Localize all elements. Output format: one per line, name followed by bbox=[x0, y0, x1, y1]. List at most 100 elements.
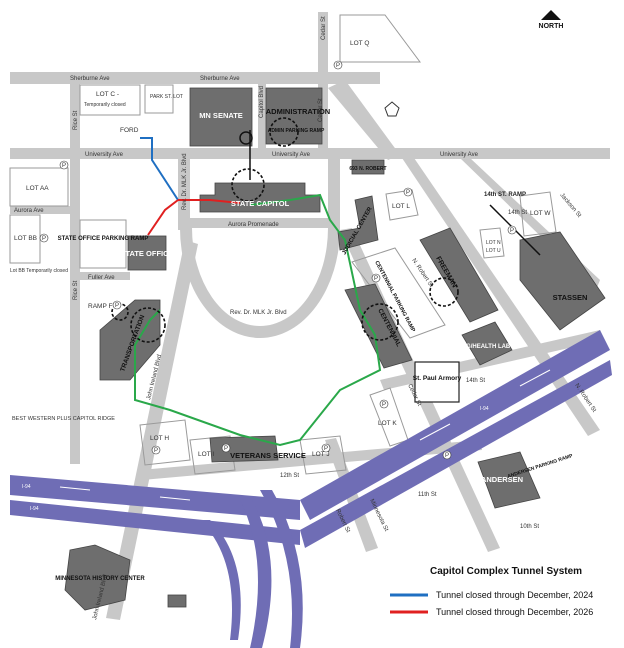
parking-icon: P bbox=[336, 63, 340, 69]
parking-icon: P bbox=[382, 402, 386, 408]
parking-icon: P bbox=[224, 446, 228, 452]
building-judicial bbox=[337, 195, 379, 251]
label-lot-l: LOT L bbox=[392, 203, 410, 210]
parking-icon: P bbox=[510, 228, 514, 234]
label-mlk-2: Rev. Dr. MLK Jr. Blvd bbox=[230, 310, 287, 316]
road-ne-top bbox=[328, 80, 400, 160]
label-i94-3: I-94 bbox=[480, 406, 489, 412]
lot-labels: LOT Q LOT C - Temporarily closed PARK ST… bbox=[10, 40, 551, 458]
label-lot-j: LOT J bbox=[312, 451, 330, 458]
highway-i94 bbox=[10, 330, 612, 648]
label-best-western: BEST WESTERN PLUS CAPITOL RIDGE bbox=[12, 416, 115, 422]
building-ag-health bbox=[461, 321, 513, 366]
label-sherburne-2: Sherburne Ave bbox=[200, 76, 240, 82]
building-andersen bbox=[477, 451, 541, 509]
road-mlk-west bbox=[178, 150, 190, 230]
label-i94-2: I-94 bbox=[30, 506, 39, 512]
label-fuller: Fuller Ave bbox=[88, 275, 115, 281]
building-freeman bbox=[419, 227, 499, 323]
road-capitol-blvd bbox=[258, 84, 266, 150]
label-lot-bb-note: Lot BB Temporarily closed bbox=[10, 268, 68, 274]
label-park-st-lot: PARK ST. LOT bbox=[150, 94, 183, 100]
label-university-1: University Ave bbox=[85, 152, 124, 158]
label-ford: FORD bbox=[120, 127, 139, 134]
parking-icon: P bbox=[62, 163, 66, 169]
building-693-robert bbox=[351, 159, 385, 175]
parking-icon: P bbox=[445, 453, 449, 459]
label-lot-q: LOT Q bbox=[350, 40, 369, 47]
road-fuller bbox=[80, 272, 130, 280]
parking-icon: P bbox=[324, 446, 328, 452]
label-ag-health: AG/HEALTH LAB bbox=[462, 344, 511, 350]
label-state-capitol: STATE CAPITOL bbox=[231, 199, 290, 208]
label-14th-2: 14th St bbox=[466, 378, 485, 384]
label-lot-h: LOT H bbox=[150, 435, 169, 442]
north-arrow-icon bbox=[541, 10, 561, 20]
building-armory bbox=[414, 361, 460, 403]
tunnel-closed-2024 bbox=[140, 137, 179, 201]
tunnel-closed-2026 bbox=[147, 199, 241, 236]
road-aurora bbox=[10, 206, 70, 214]
label-ramp-f: RAMP F bbox=[88, 303, 112, 310]
label-14th-1: 14th St bbox=[508, 210, 527, 216]
label-rice-1: Rice St bbox=[73, 110, 79, 130]
label-693-robert: 693 N. ROBERT bbox=[349, 166, 386, 172]
parking-icon: P bbox=[42, 236, 46, 242]
label-mlk: Rev. Dr. MLK Jr. Blvd bbox=[182, 153, 188, 210]
north-label: NORTH bbox=[539, 23, 564, 30]
road-capitol-loop bbox=[180, 228, 340, 338]
label-state-office-ramp: STATE OFFICE PARKING RAMP bbox=[58, 236, 149, 242]
road-sherburne bbox=[10, 72, 380, 84]
label-lot-k: LOT K bbox=[378, 420, 397, 427]
building-state-office bbox=[127, 235, 167, 271]
label-10th: 10th St bbox=[520, 524, 539, 530]
building-mn-senate bbox=[189, 87, 253, 147]
label-capitol-blvd: Capitol Blvd bbox=[259, 86, 265, 118]
tunnel-open bbox=[134, 193, 382, 447]
landmark-marker bbox=[384, 101, 400, 117]
label-cedar-1: Cedar St bbox=[321, 16, 327, 40]
building-transportation bbox=[99, 299, 161, 381]
label-cedar-2: Cedar St bbox=[318, 98, 324, 122]
building-centennial bbox=[344, 283, 413, 369]
label-stassen: STASSEN bbox=[553, 293, 588, 302]
road-aurora-promenade bbox=[190, 218, 330, 228]
label-history-center: MINNESOTA HISTORY CENTER bbox=[55, 576, 145, 582]
parking-icon: P bbox=[115, 303, 119, 309]
building-small bbox=[167, 594, 187, 608]
label-lot-i: LOT I bbox=[198, 451, 214, 458]
legend: Capitol Complex Tunnel System Tunnel clo… bbox=[390, 566, 593, 617]
label-aurora: Aurora Ave bbox=[14, 208, 44, 214]
building-state-capitol bbox=[199, 182, 321, 213]
label-robert-1: N. Robert St bbox=[410, 258, 434, 289]
label-veterans: VETERANS SERVICE bbox=[230, 451, 306, 460]
parking-icon: P bbox=[154, 448, 158, 454]
parking-icon: P bbox=[374, 276, 378, 282]
building-administration bbox=[265, 87, 323, 145]
label-state-office: STATE OFFICE bbox=[120, 249, 173, 258]
road-university bbox=[10, 148, 610, 159]
building-stassen bbox=[519, 231, 606, 331]
label-12th: 12th St bbox=[280, 473, 299, 479]
label-jackson: Jackson St bbox=[558, 192, 582, 219]
label-14th-ramp: 14th ST. RAMP bbox=[484, 192, 526, 198]
building-history-center bbox=[64, 544, 131, 611]
label-i94-1: I-94 bbox=[22, 484, 31, 490]
label-lot-aa: LOT AA bbox=[26, 185, 49, 192]
label-university-3: University Ave bbox=[440, 152, 479, 158]
label-11th: 11th St bbox=[418, 492, 437, 498]
legend-item-2024: Tunnel closed through December, 2024 bbox=[436, 590, 593, 600]
label-lot-n: LOT N bbox=[486, 240, 501, 246]
legend-item-2026: Tunnel closed through December, 2026 bbox=[436, 607, 593, 617]
label-lot-c-note: Temporarily closed bbox=[84, 102, 126, 108]
building-veterans bbox=[209, 435, 279, 463]
road-rice bbox=[70, 84, 80, 464]
label-university-2: University Ave bbox=[272, 152, 311, 158]
label-aurora-promenade: Aurora Promenade bbox=[228, 222, 279, 228]
parking-symbols: P P P P P P P P P P P P bbox=[39, 60, 517, 460]
label-lot-w: LOT W bbox=[530, 210, 551, 217]
label-admin-ramp: ADMIN PARKING RAMP bbox=[268, 128, 325, 134]
label-armory: St. Paul Armory bbox=[413, 375, 462, 382]
label-andersen: ANDERSEN bbox=[481, 475, 523, 484]
